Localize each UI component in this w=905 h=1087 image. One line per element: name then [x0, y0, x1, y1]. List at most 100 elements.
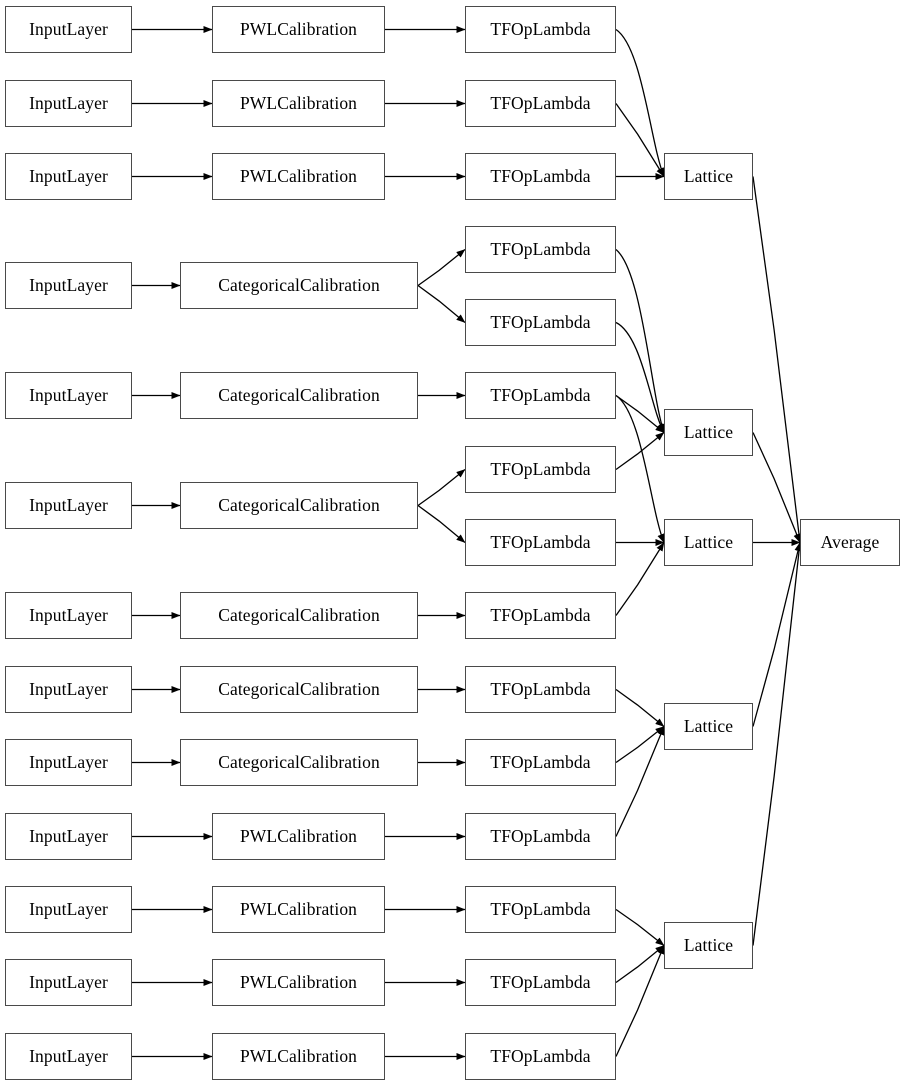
node-in13: InputLayer — [5, 1033, 132, 1080]
node-label: TFOpLambda — [490, 971, 591, 992]
node-label: TFOpLambda — [490, 1045, 591, 1066]
edge-cal4-to-lam5 — [417, 284, 466, 324]
node-cal8: CategoricalCalibration — [180, 666, 418, 713]
node-cal5: CategoricalCalibration — [180, 372, 418, 419]
edge-lat5-to-avg — [752, 542, 803, 946]
edge-lam11-to-lat4 — [615, 725, 665, 764]
node-label: TFOpLambda — [490, 604, 591, 625]
edge-lam9-to-lat3 — [615, 542, 665, 616]
node-label: PWLCalibration — [239, 1045, 358, 1066]
node-lam2: TFOpLambda — [465, 80, 616, 127]
node-in11: InputLayer — [5, 886, 132, 933]
edge-lam5-to-lat2 — [615, 321, 665, 433]
node-label: InputLayer — [29, 751, 108, 772]
node-label: InputLayer — [29, 92, 108, 113]
node-cal12: PWLCalibration — [212, 959, 385, 1006]
node-lat5: Lattice — [664, 922, 753, 969]
node-lam8: TFOpLambda — [465, 519, 616, 566]
node-label: Average — [820, 531, 880, 552]
node-cal2: PWLCalibration — [212, 80, 385, 127]
node-in6: InputLayer — [5, 482, 132, 529]
edge-cal4-to-lam4 — [417, 248, 466, 287]
node-label: InputLayer — [29, 971, 108, 992]
node-cal4: CategoricalCalibration — [180, 262, 418, 309]
node-in8: InputLayer — [5, 666, 132, 713]
node-in5: InputLayer — [5, 372, 132, 419]
node-lam10: TFOpLambda — [465, 666, 616, 713]
node-label: CategoricalCalibration — [218, 274, 380, 295]
edge-lat4-to-avg — [752, 542, 802, 727]
edge-cal6-to-lam7 — [417, 468, 466, 507]
node-lam3: TFOpLambda — [465, 153, 616, 200]
node-lam1: TFOpLambda — [465, 6, 616, 53]
node-lam15: TFOpLambda — [465, 1033, 616, 1080]
node-label: InputLayer — [29, 1045, 108, 1066]
node-lat3: Lattice — [664, 519, 753, 566]
node-label: Lattice — [683, 715, 734, 736]
node-cal7: CategoricalCalibration — [180, 592, 418, 639]
node-in4: InputLayer — [5, 262, 132, 309]
node-cal10: PWLCalibration — [212, 813, 385, 860]
edge-lat1-to-avg — [752, 176, 803, 543]
edge-lam14-to-lat5 — [615, 944, 665, 984]
node-label: PWLCalibration — [239, 898, 358, 919]
node-lam12: TFOpLambda — [465, 813, 616, 860]
node-lam9: TFOpLambda — [465, 592, 616, 639]
node-label: InputLayer — [29, 678, 108, 699]
node-label: InputLayer — [29, 274, 108, 295]
node-lam14: TFOpLambda — [465, 959, 616, 1006]
node-label: TFOpLambda — [490, 384, 591, 405]
node-label: TFOpLambda — [490, 678, 591, 699]
node-lam7: TFOpLambda — [465, 446, 616, 493]
node-cal6: CategoricalCalibration — [180, 482, 418, 529]
node-cal11: PWLCalibration — [212, 886, 385, 933]
node-label: InputLayer — [29, 898, 108, 919]
node-label: CategoricalCalibration — [218, 751, 380, 772]
node-in1: InputLayer — [5, 6, 132, 53]
edge-lam1-to-lat1 — [615, 28, 665, 177]
node-label: TFOpLambda — [490, 18, 591, 39]
node-in2: InputLayer — [5, 80, 132, 127]
node-label: CategoricalCalibration — [218, 384, 380, 405]
node-label: CategoricalCalibration — [218, 678, 380, 699]
edge-cal6-to-lam8 — [417, 504, 466, 544]
node-in9: InputLayer — [5, 739, 132, 786]
node-label: TFOpLambda — [490, 165, 591, 186]
node-cal9: CategoricalCalibration — [180, 739, 418, 786]
edge-lam6-to-lat2 — [615, 394, 665, 434]
node-in3: InputLayer — [5, 153, 132, 200]
edge-lat2-to-avg — [752, 432, 801, 543]
node-label: InputLayer — [29, 825, 108, 846]
edge-lam12-to-lat4 — [615, 726, 665, 837]
node-label: Lattice — [683, 165, 734, 186]
node-avg: Average — [800, 519, 900, 566]
edge-lam10-to-lat4 — [615, 688, 665, 728]
node-label: TFOpLambda — [490, 898, 591, 919]
node-label: CategoricalCalibration — [218, 494, 380, 515]
node-label: TFOpLambda — [490, 825, 591, 846]
edge-lam13-to-lat5 — [615, 908, 665, 947]
node-label: Lattice — [683, 421, 734, 442]
node-lam5: TFOpLambda — [465, 299, 616, 346]
node-label: PWLCalibration — [239, 825, 358, 846]
edge-lam15-to-lat5 — [615, 945, 665, 1057]
node-label: TFOpLambda — [490, 458, 591, 479]
node-lat1: Lattice — [664, 153, 753, 200]
node-cal13: PWLCalibration — [212, 1033, 385, 1080]
node-label: TFOpLambda — [490, 238, 591, 259]
node-cal3: PWLCalibration — [212, 153, 385, 200]
node-label: PWLCalibration — [239, 18, 358, 39]
edge-lam6-to-lat3 — [615, 394, 665, 543]
node-label: PWLCalibration — [239, 165, 358, 186]
node-label: Lattice — [683, 531, 734, 552]
node-label: InputLayer — [29, 604, 108, 625]
node-label: InputLayer — [29, 494, 108, 515]
node-label: PWLCalibration — [239, 92, 358, 113]
node-label: TFOpLambda — [490, 92, 591, 113]
edge-lam2-to-lat1 — [615, 103, 665, 177]
node-lam4: TFOpLambda — [465, 226, 616, 273]
node-label: PWLCalibration — [239, 971, 358, 992]
edge-lam7-to-lat2 — [615, 431, 665, 471]
node-label: InputLayer — [29, 18, 108, 39]
